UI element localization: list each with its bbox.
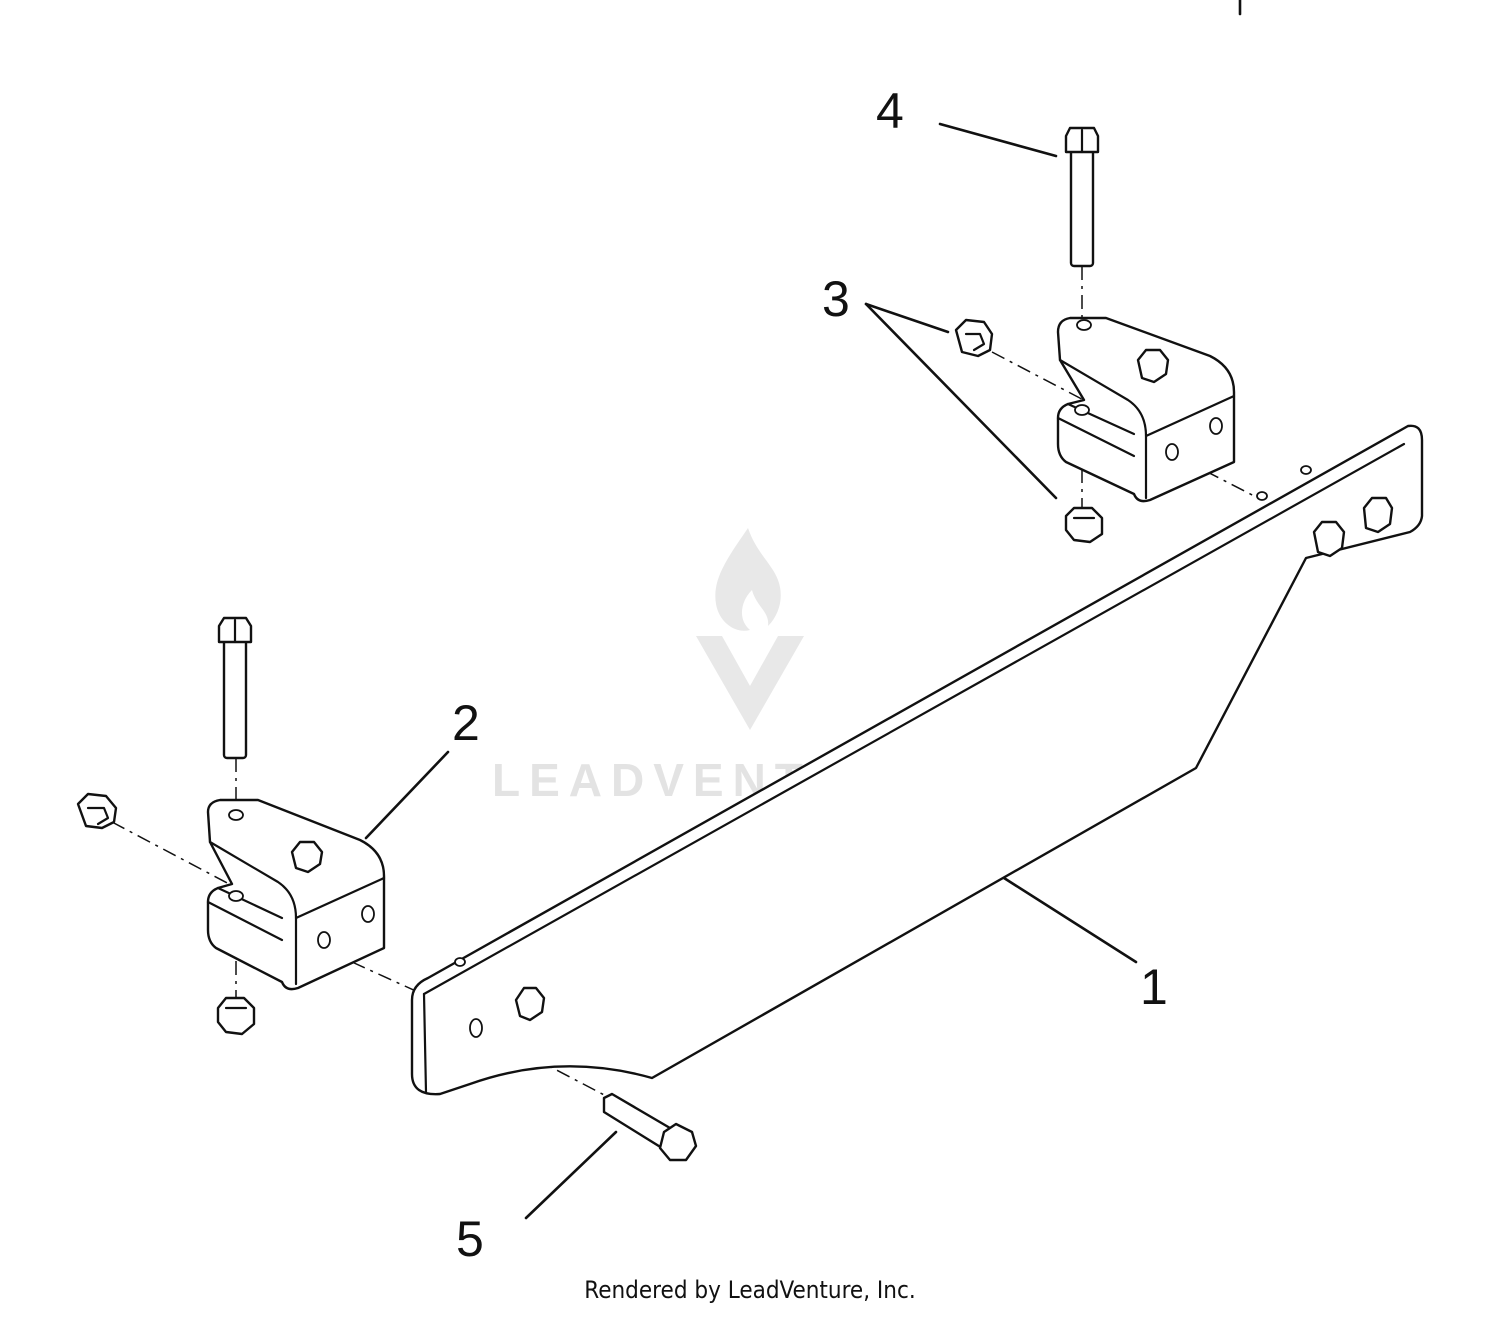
bolt-lower-front [602, 1092, 698, 1162]
leader-2 [364, 750, 450, 840]
flame-v-logo-icon [696, 528, 804, 730]
leader-4 [938, 122, 1058, 158]
leader-lines [364, 0, 1242, 1220]
callout-5: 5 [456, 1211, 484, 1267]
leader-5 [524, 1130, 618, 1220]
callout-2: 2 [452, 695, 480, 751]
leader-1 [1002, 876, 1138, 964]
nut-left-bottom [216, 996, 256, 1036]
callout-3: 3 [822, 271, 850, 327]
callout-1: 1 [1140, 959, 1168, 1015]
callout-4: 4 [876, 83, 904, 139]
right-bracket [1056, 316, 1236, 503]
left-bracket [206, 798, 386, 991]
bolt-upper-left [217, 616, 253, 760]
nut-upper-right [954, 318, 994, 358]
nut-left-side [76, 792, 118, 830]
mounting-plate [410, 424, 1424, 1096]
leader-3b [864, 302, 1058, 500]
callout-numbers: 1 2 3 4 5 [452, 83, 1168, 1267]
rendered-by-credit: Rendered by LeadVenture, Inc. [584, 1276, 916, 1304]
nut-lower-right [1064, 506, 1104, 544]
leader-3a [864, 302, 950, 334]
bolt-upper-right [1064, 126, 1100, 268]
